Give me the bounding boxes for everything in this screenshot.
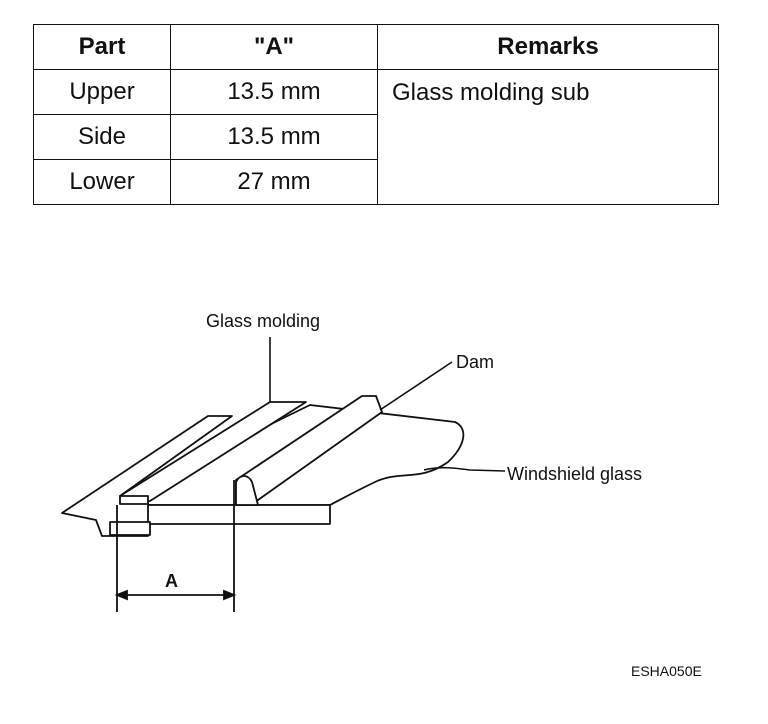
windshield-glass-leader <box>423 466 506 472</box>
dam-front <box>235 475 259 506</box>
dam-label: Dam <box>456 352 494 372</box>
header-remarks: Remarks <box>377 24 719 70</box>
table-row: Lower 27 mm <box>33 159 719 205</box>
windshield-glass-label: Windshield glass <box>507 464 642 484</box>
glass-molding-label: Glass molding <box>206 311 320 331</box>
remarks-cell: Glass molding sub <box>377 69 719 205</box>
dimension-arrow-right <box>223 589 237 601</box>
glass-molding-lip-front <box>119 495 149 505</box>
table-header-row: Part "A" Remarks <box>33 24 719 70</box>
glass-molding-leg <box>109 521 151 536</box>
a-value-cell: 13.5 mm <box>170 114 378 160</box>
spec-table: Part "A" Remarks Upper 13.5 mm Glass mol… <box>33 24 719 205</box>
windshield-glass-edge <box>121 504 331 525</box>
dam-leader <box>379 361 453 411</box>
header-part: Part <box>33 24 171 70</box>
a-value-cell: 27 mm <box>170 159 378 205</box>
dimension-a-label: A <box>165 571 178 591</box>
figure-code: ESHA050E <box>631 663 702 679</box>
header-a: "A" <box>170 24 378 70</box>
dimension-arrow-left <box>114 589 128 601</box>
part-cell: Lower <box>33 159 171 205</box>
